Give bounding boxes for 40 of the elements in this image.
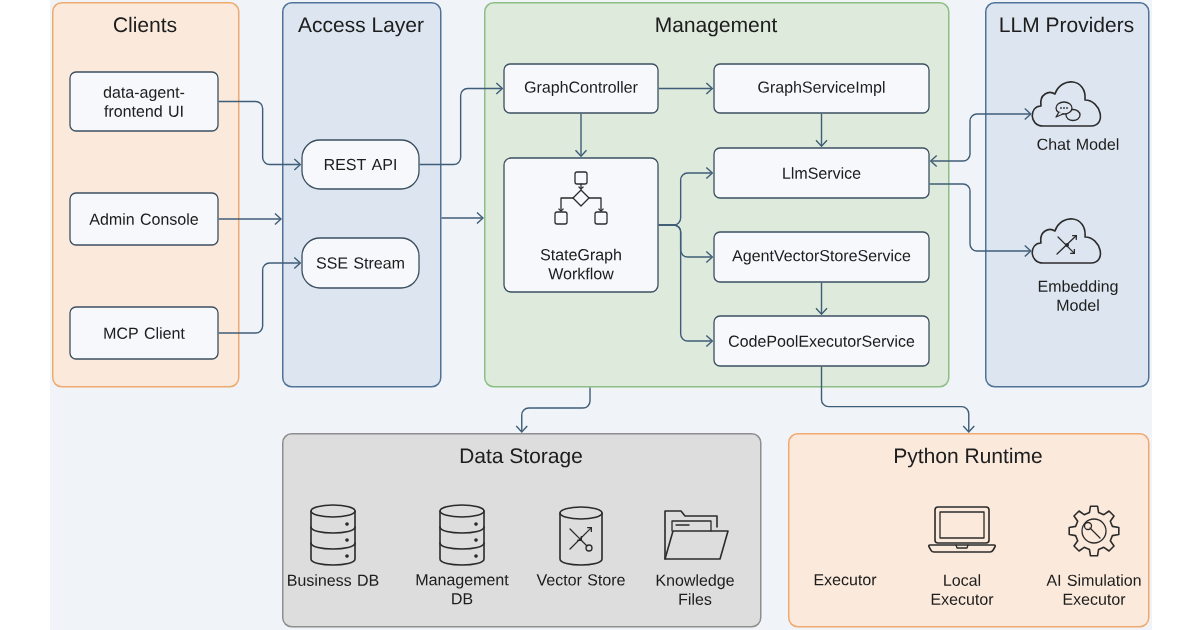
panel-title: Python Runtime	[895, 447, 1042, 468]
pill-box: SSE Stream	[301, 237, 420, 289]
component-box: GraphController	[503, 63, 659, 114]
arrow	[657, 224, 714, 348]
node-label: Local Executor	[931, 574, 994, 605]
arrow	[440, 211, 484, 225]
arrow	[815, 281, 828, 316]
component-box: CodePoolExecutorService	[713, 315, 930, 367]
panel-title: LLM Providers	[1000, 16, 1134, 33]
arrow	[217, 100, 302, 171]
component-box: data-agent-frontend UI	[69, 71, 219, 132]
panel-title: Access Layer	[298, 17, 424, 37]
arrow	[820, 365, 975, 433]
arrow	[217, 256, 302, 334]
panel-title: Clients	[113, 16, 177, 33]
node-label: Business DB	[288, 574, 379, 586]
pill-box: REST API	[301, 139, 420, 190]
arrow	[574, 112, 588, 158]
arrow	[418, 82, 504, 166]
arrow	[217, 212, 282, 226]
panel-title: Data Storage	[460, 448, 582, 468]
component-box: AgentVectorStoreService	[713, 231, 930, 283]
component-box: MCP Client	[69, 306, 219, 360]
node-label: Management DB	[416, 574, 509, 605]
node-label: Embedding Model	[1038, 280, 1118, 311]
component-box: Admin Console	[69, 192, 219, 246]
arrow	[929, 107, 1032, 168]
arrow	[657, 82, 714, 95]
arrow	[815, 112, 828, 148]
arrow	[515, 386, 591, 433]
node-label: Vector Store	[536, 574, 625, 586]
node-label: Executor	[814, 574, 877, 586]
panel-title: Management	[656, 17, 778, 37]
arrow	[928, 183, 1032, 258]
node-label: AI Simulation Executor	[1046, 574, 1141, 605]
component-box: LlmService	[713, 147, 930, 199]
node-label: Chat Model	[1037, 138, 1119, 150]
component-box: GraphServiceImpl	[713, 63, 930, 114]
component-box: StateGraph Workflow	[503, 157, 659, 293]
node-label: Knowledge Files	[656, 574, 734, 605]
